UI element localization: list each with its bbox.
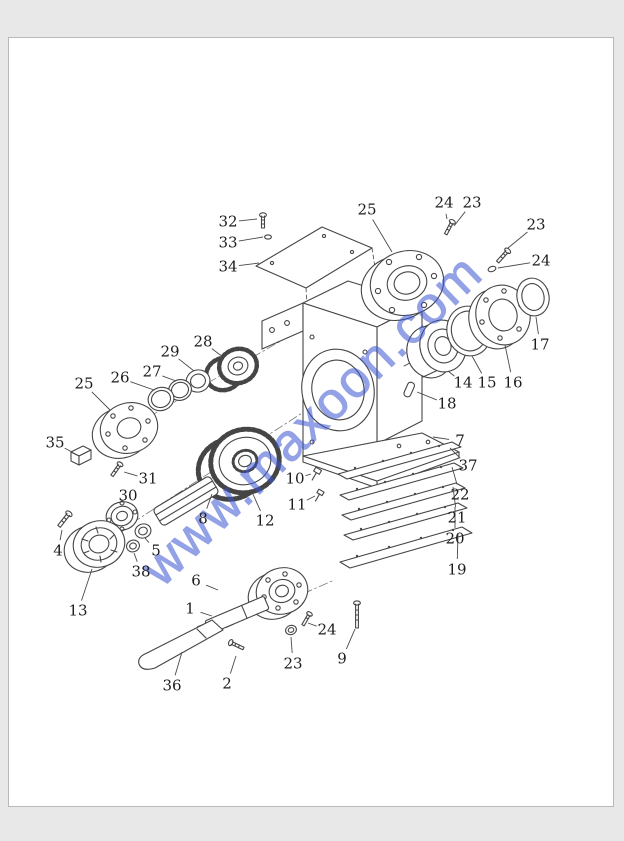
screw-9 xyxy=(353,600,361,629)
bearing-cover-25-left xyxy=(91,402,159,459)
ring-27 xyxy=(168,379,192,401)
gear-8 xyxy=(195,426,282,502)
pin-18 xyxy=(403,381,416,398)
bearing-13 xyxy=(63,520,126,573)
ring-38 xyxy=(126,539,140,553)
output-flange-6 xyxy=(247,567,309,620)
screw-11 xyxy=(314,488,325,502)
callout-leader-lines xyxy=(59,211,539,676)
ring-26 xyxy=(147,386,175,412)
screw-23-24-right xyxy=(487,247,512,273)
screw-32 xyxy=(259,212,267,229)
block-35 xyxy=(70,445,92,466)
bearing-30 xyxy=(105,500,139,532)
gear-28 xyxy=(203,346,260,393)
splined-shaft-12 xyxy=(153,476,219,526)
ring-29 xyxy=(185,369,211,393)
taper-shaft-36 xyxy=(138,619,224,670)
bearing-cover-25-top xyxy=(360,250,445,321)
washer-23-bottom xyxy=(285,624,297,636)
screw-4 xyxy=(57,510,73,528)
housing-mount-ear xyxy=(261,302,304,350)
screw-24-bottom xyxy=(301,611,313,627)
washer-33 xyxy=(264,234,272,240)
screw-2 xyxy=(227,639,245,651)
shim-strips xyxy=(337,441,473,569)
screw-23-24-top xyxy=(443,218,456,236)
ring-17 xyxy=(516,277,550,317)
washer-5 xyxy=(134,523,152,539)
screw-10 xyxy=(311,466,323,481)
shim-strip-holes xyxy=(353,444,455,558)
screw-31 xyxy=(110,461,124,478)
